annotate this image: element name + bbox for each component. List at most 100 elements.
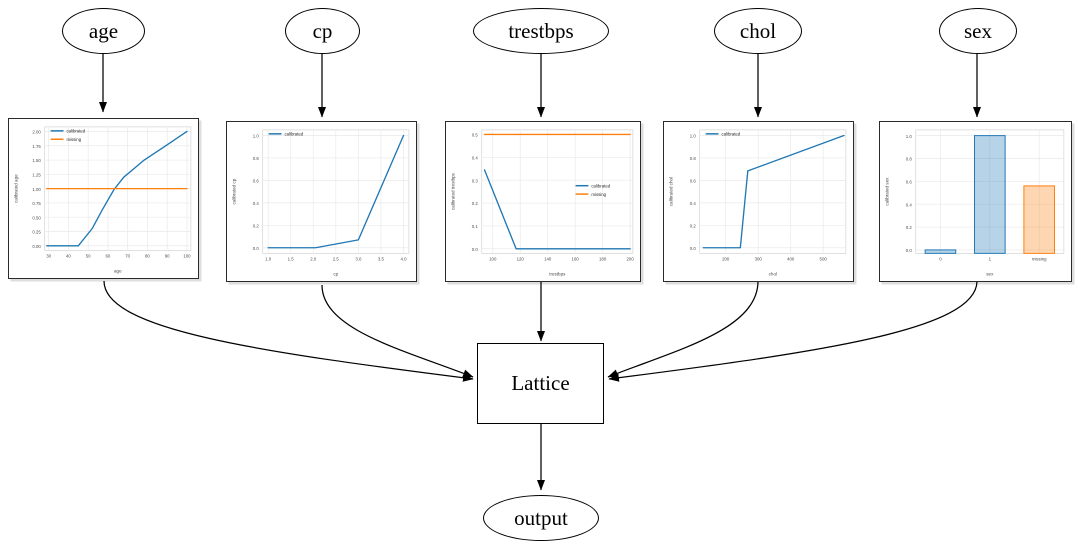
svg-text:90: 90	[165, 254, 170, 259]
svg-text:2.00: 2.00	[32, 130, 41, 135]
svg-text:4.0: 4.0	[400, 257, 407, 262]
svg-text:0.8: 0.8	[906, 157, 913, 162]
input-node-trestbps[interactable]: trestbps	[473, 8, 609, 54]
calibrator-plot-age[interactable]: 0.00 0.25 0.50 0.75 1.00 1.25 1.50 1.75 2.00 30 40…	[8, 118, 199, 279]
svg-text:0.1: 0.1	[472, 224, 479, 229]
svg-text:0.00: 0.00	[32, 244, 41, 249]
svg-text:0.5: 0.5	[472, 133, 479, 138]
svg-text:0.6: 0.6	[253, 179, 260, 184]
svg-text:0: 0	[939, 257, 942, 262]
svg-text:calibrated: calibrated	[591, 183, 610, 188]
svg-text:1.75: 1.75	[32, 144, 41, 149]
svg-text:0.2: 0.2	[906, 225, 913, 230]
svg-text:missing: missing	[66, 137, 81, 142]
svg-text:trestbps: trestbps	[549, 272, 566, 277]
svg-text:0.50: 0.50	[32, 215, 41, 220]
svg-text:calibrated: calibrated	[721, 132, 740, 137]
svg-text:400: 400	[787, 257, 795, 262]
svg-text:0.4: 0.4	[690, 201, 697, 206]
svg-text:0.6: 0.6	[690, 179, 697, 184]
calibrator-plot-sex[interactable]: 0.0 0.2 0.4 0.6 0.8 1.0 0 1 missing sex calibrated…	[879, 121, 1072, 282]
plot-trestbps-svg: 0.0 0.1 0.2 0.3 0.4 0.5 100 120 140 160 180 200 tres…	[451, 129, 635, 277]
svg-text:200: 200	[722, 257, 730, 262]
input-node-chol[interactable]: chol	[714, 8, 802, 54]
svg-text:120: 120	[517, 257, 525, 262]
plot-sex-svg: 0.0 0.2 0.4 0.6 0.8 1.0 0 1 missing sex calibrated…	[885, 129, 1065, 277]
output-node[interactable]: output	[483, 495, 599, 541]
svg-text:2.5: 2.5	[333, 257, 340, 262]
svg-text:0.4: 0.4	[253, 201, 260, 206]
svg-text:50: 50	[86, 254, 91, 259]
plot-chol-svg: 0.0 0.2 0.4 0.6 0.8 1.0 200 300 400 500 chol calibr…	[669, 129, 847, 277]
svg-text:sex: sex	[986, 272, 994, 277]
lattice-node-label: Lattice	[511, 371, 570, 395]
svg-text:3.5: 3.5	[378, 257, 385, 262]
svg-text:2.0: 2.0	[310, 257, 317, 262]
svg-text:1.0: 1.0	[265, 257, 272, 262]
input-node-sex-label: sex	[964, 18, 992, 43]
svg-text:0.0: 0.0	[253, 246, 260, 251]
svg-text:1: 1	[989, 257, 992, 262]
lattice-node[interactable]: Lattice	[477, 343, 604, 424]
svg-text:0.2: 0.2	[690, 223, 697, 228]
svg-text:calibrated trestbps: calibrated trestbps	[451, 172, 456, 210]
svg-text:40: 40	[66, 254, 71, 259]
svg-text:cp: cp	[333, 272, 338, 277]
svg-text:calibrated: calibrated	[66, 129, 85, 134]
input-node-age-label: age	[88, 18, 119, 43]
svg-text:60: 60	[106, 254, 111, 259]
svg-text:0.25: 0.25	[32, 230, 41, 235]
svg-text:300: 300	[755, 257, 763, 262]
input-node-age[interactable]: age	[62, 8, 145, 54]
input-node-cp[interactable]: cp	[285, 8, 360, 54]
svg-text:100: 100	[489, 257, 497, 262]
svg-text:1.00: 1.00	[32, 187, 41, 192]
svg-text:70: 70	[125, 254, 130, 259]
svg-text:1.5: 1.5	[288, 257, 295, 262]
output-node-label: output	[514, 505, 568, 530]
svg-text:160: 160	[572, 257, 580, 262]
svg-text:180: 180	[599, 257, 607, 262]
svg-text:0.8: 0.8	[690, 156, 697, 161]
svg-text:age: age	[114, 269, 122, 274]
calibrator-plot-trestbps[interactable]: 0.0 0.1 0.2 0.3 0.4 0.5 100 120 140 160 180 200 tres…	[445, 121, 641, 282]
svg-text:missing: missing	[1032, 257, 1047, 262]
svg-text:3.0: 3.0	[355, 257, 362, 262]
svg-text:0.6: 0.6	[906, 180, 913, 185]
svg-text:30: 30	[46, 254, 51, 259]
calibrator-plot-chol[interactable]: 0.0 0.2 0.4 0.6 0.8 1.0 200 300 400 500 chol calibr…	[663, 121, 854, 282]
svg-text:80: 80	[145, 254, 150, 259]
svg-text:1.0: 1.0	[690, 134, 697, 139]
input-node-cp-label: cp	[312, 18, 333, 43]
svg-text:1.25: 1.25	[32, 173, 41, 178]
svg-text:missing: missing	[591, 192, 606, 197]
svg-text:100: 100	[183, 254, 191, 259]
svg-text:500: 500	[820, 257, 828, 262]
plot-age-svg: 0.00 0.25 0.50 0.75 1.00 1.25 1.50 1.75 2.00 30 40…	[14, 126, 192, 274]
svg-text:140: 140	[544, 257, 552, 262]
svg-text:0.4: 0.4	[906, 202, 913, 207]
svg-text:0.0: 0.0	[690, 246, 697, 251]
svg-text:200: 200	[627, 257, 635, 262]
svg-text:0.0: 0.0	[906, 248, 913, 253]
svg-text:calibrated age: calibrated age	[14, 174, 19, 203]
svg-text:0.75: 0.75	[32, 201, 41, 206]
input-node-chol-label: chol	[739, 18, 777, 43]
svg-text:1.50: 1.50	[32, 158, 41, 163]
svg-text:0.4: 0.4	[472, 156, 479, 161]
svg-text:calibrated chol: calibrated chol	[669, 177, 674, 206]
svg-text:0.3: 0.3	[472, 178, 479, 183]
svg-text:chol: chol	[769, 272, 777, 277]
svg-text:0.2: 0.2	[472, 201, 479, 206]
svg-text:1.0: 1.0	[253, 134, 260, 139]
svg-text:calibrated cp: calibrated cp	[232, 178, 237, 204]
svg-text:0.2: 0.2	[253, 223, 260, 228]
input-node-trestbps-label: trestbps	[508, 18, 574, 43]
input-node-sex[interactable]: sex	[939, 8, 1017, 54]
svg-text:0.0: 0.0	[472, 247, 479, 252]
svg-text:calibrated sex: calibrated sex	[885, 177, 890, 206]
svg-text:1.0: 1.0	[906, 134, 913, 139]
